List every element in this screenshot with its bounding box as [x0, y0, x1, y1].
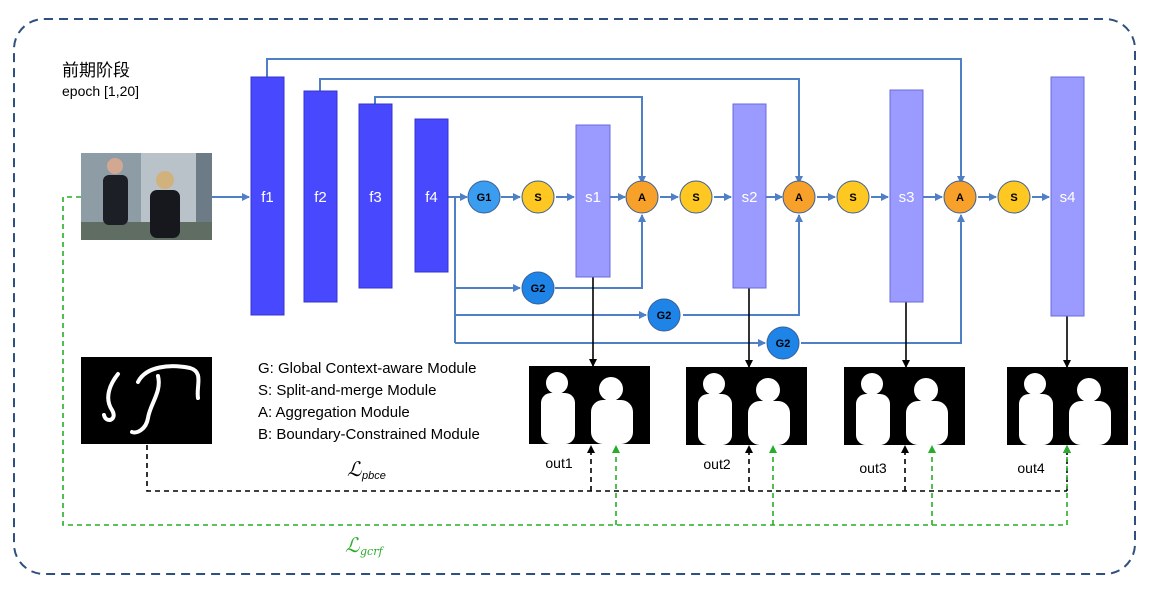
feature-label-f4: f4 — [425, 189, 438, 206]
output-masks — [529, 366, 1128, 445]
gcrf-loss-label: ℒ gcrf — [345, 533, 384, 558]
feature-label-f3: f3 — [369, 189, 382, 206]
side-label-s2: s2 — [742, 189, 758, 206]
connectors — [212, 58, 1050, 347]
gcrf-loss-subscript: gcrf — [360, 545, 384, 558]
pbce-loss-symbol: ℒ — [347, 459, 362, 481]
node-g2-1 — [521, 271, 555, 305]
feature-block-f1 — [250, 76, 285, 316]
scribble-mask — [81, 357, 212, 444]
legend-item-aggregation: A: Aggregation Module — [258, 404, 410, 421]
node-a-2 — [782, 180, 816, 214]
node-label-g1: G1 — [477, 192, 492, 204]
legend-item-boundary: B: Boundary-Constrained Module — [258, 426, 480, 443]
node-a-1 — [625, 180, 659, 214]
feature-block-f2 — [303, 90, 338, 303]
feature-label-f2: f2 — [314, 189, 327, 206]
stage-frame — [13, 18, 1136, 575]
node-g2-2 — [647, 298, 681, 332]
node-label-a2: A — [795, 192, 803, 204]
node-label-g2-3: G2 — [776, 338, 791, 350]
output-mask-1 — [529, 366, 650, 444]
node-label-g2-1: G2 — [531, 283, 546, 295]
output-label-2: out2 — [703, 456, 730, 472]
side-label-s1: s1 — [585, 189, 601, 206]
gcrf-loss-lines — [62, 196, 1071, 526]
output-label-3: out3 — [859, 460, 886, 476]
node-s-4 — [997, 180, 1031, 214]
module-nodes — [467, 180, 1031, 360]
node-label-g2-2: G2 — [657, 310, 672, 322]
output-mask-3 — [844, 367, 965, 445]
output-mask-2 — [686, 367, 807, 445]
legend-item-split: S: Split-and-merge Module — [258, 382, 436, 399]
stage-title: 前期阶段 — [62, 61, 130, 80]
feature-label-f1: f1 — [261, 189, 274, 206]
output-mask-4 — [1007, 367, 1128, 445]
stage-epochs: epoch [1,20] — [62, 83, 139, 99]
side-block-s2 — [732, 103, 767, 289]
node-s-1 — [521, 180, 555, 214]
pbce-loss-label: ℒ pbce — [347, 459, 386, 482]
output-label-1: out1 — [545, 455, 572, 471]
side-label-s4: s4 — [1060, 189, 1076, 206]
node-label-a1: A — [638, 192, 646, 204]
node-label-s3: S — [849, 192, 856, 204]
node-label-s1: S — [534, 192, 541, 204]
node-g1 — [467, 180, 501, 214]
feature-block-f4 — [414, 118, 449, 273]
node-label-s4: S — [1010, 192, 1017, 204]
node-s-3 — [836, 180, 870, 214]
pbce-loss-subscript: pbce — [361, 470, 386, 482]
output-label-4: out4 — [1017, 460, 1044, 476]
gcrf-loss-symbol: ℒ — [345, 533, 360, 557]
node-g2-3 — [766, 326, 800, 360]
side-label-s3: s3 — [899, 189, 915, 206]
legend-item-global: G: Global Context-aware Module — [258, 360, 476, 377]
node-label-s2: S — [692, 192, 699, 204]
output-arrows — [589, 277, 1071, 368]
node-a-3 — [943, 180, 977, 214]
node-s-2 — [679, 180, 713, 214]
node-label-a3: A — [956, 192, 964, 204]
pbce-loss-lines — [146, 445, 1071, 492]
side-block-s1 — [575, 124, 611, 278]
input-image — [81, 153, 212, 240]
feature-block-f3 — [358, 103, 393, 289]
side-block-s3 — [889, 89, 924, 303]
side-block-s4 — [1050, 76, 1085, 317]
